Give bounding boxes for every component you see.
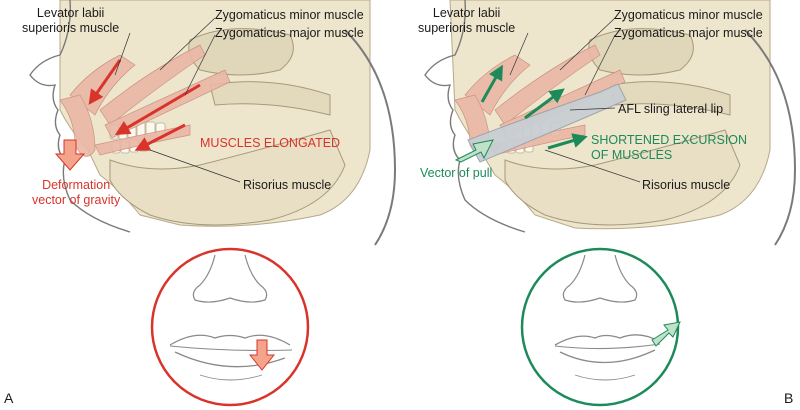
lip-line xyxy=(169,345,293,352)
panel-b-face xyxy=(424,0,797,246)
upper-lip xyxy=(169,334,291,346)
label-zygomaticus-major-a: Zygomaticus major muscle xyxy=(215,26,364,40)
label-zygomaticus-minor-b: Zygomaticus minor muscle xyxy=(614,8,763,22)
afl-sling xyxy=(467,83,627,163)
orbit xyxy=(188,28,294,76)
face-profile-b xyxy=(424,0,526,233)
zygomatic-arch-b xyxy=(609,81,731,116)
label-muscles-elongated: MUSCLES ELONGATED xyxy=(200,136,341,150)
label-vector-of-pull: Vector of pull xyxy=(420,166,493,180)
lip-line-b xyxy=(554,343,661,350)
label-risorius-b: Risorius muscle xyxy=(642,178,731,192)
panel-letter-b: B xyxy=(784,390,794,406)
muscle-arrow-b3 xyxy=(547,133,588,150)
upper-lip-b xyxy=(554,334,661,346)
mandible-b xyxy=(504,129,741,226)
face-profile xyxy=(29,0,131,233)
label-shortened-excursion: SHORTENED EXCURSION OF MUSCLES xyxy=(591,133,748,162)
lower-lip-b xyxy=(559,349,656,364)
nose-outline xyxy=(192,254,268,303)
label-zygomaticus-minor-a: Zygomaticus minor muscle xyxy=(215,8,364,22)
label-risorius-a: Risorius muscle xyxy=(243,178,332,192)
lower-lip xyxy=(174,351,286,368)
muscle-arrow-b1 xyxy=(480,64,503,103)
lip-detail-circle-a xyxy=(150,247,310,407)
zygomatic-arch xyxy=(209,81,331,116)
pull-vector-arrow xyxy=(454,139,494,163)
muscle-arrow-2 xyxy=(114,83,201,136)
nose-outline-b xyxy=(562,254,638,303)
orbit-b xyxy=(588,28,694,76)
muscle-arrow-1 xyxy=(88,59,122,105)
chin-line-b xyxy=(574,374,636,381)
label-zygomaticus-major-b: Zygomaticus major muscle xyxy=(614,26,763,40)
label-levator-labii-b: Levator labii superioris muscle xyxy=(418,6,516,35)
muscle-arrow-3 xyxy=(134,123,186,151)
panel-a-face xyxy=(29,0,397,246)
label-deformation-vector: Deformation vector of gravity xyxy=(32,178,121,207)
lip-gravity-arrow xyxy=(248,339,276,371)
lip-pull-arrow xyxy=(651,321,681,347)
panel-letter-a: A xyxy=(4,390,14,406)
muscle-arrow-b2 xyxy=(524,88,565,120)
label-levator-labii-a: Levator labii superioris muscle xyxy=(22,6,120,35)
chin-line xyxy=(199,374,263,381)
lip-detail-circle-b xyxy=(520,247,681,407)
gravity-vector-arrow xyxy=(54,139,86,171)
label-afl-sling: AFL sling lateral lip xyxy=(618,102,724,116)
neck-line xyxy=(344,29,397,246)
neck-line-b xyxy=(744,29,797,246)
